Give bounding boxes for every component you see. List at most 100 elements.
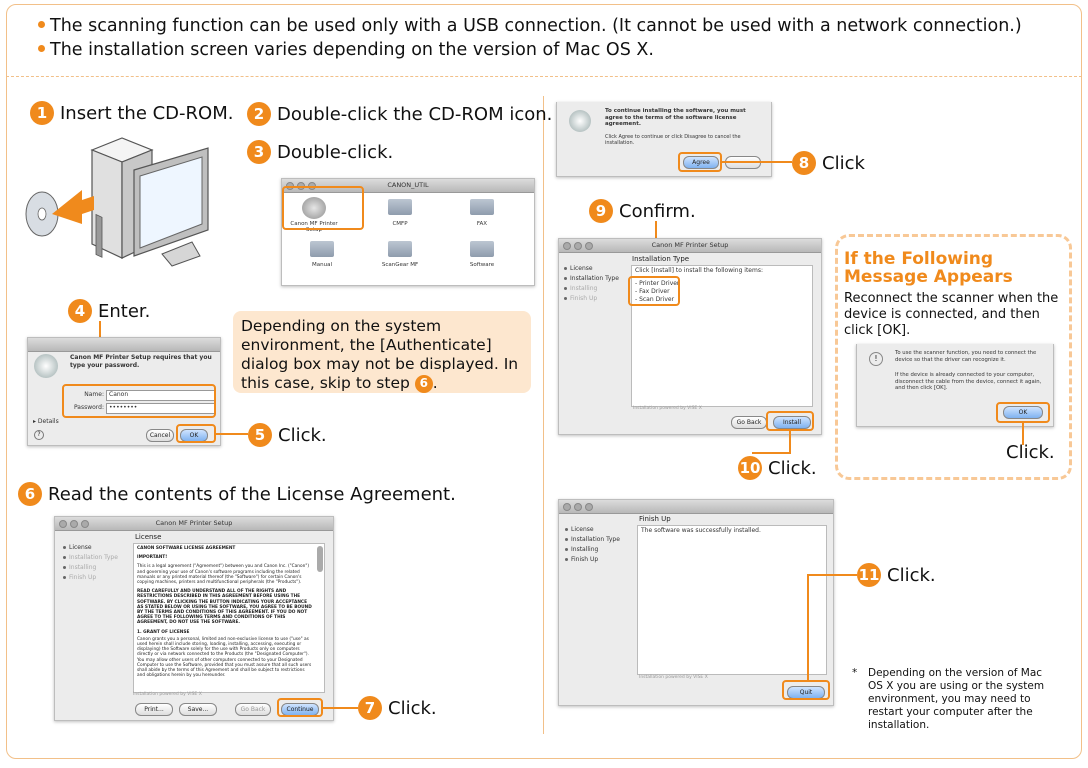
- step-1: 1 Insert the CD-ROM.: [30, 101, 233, 125]
- license-heading: License: [135, 533, 162, 541]
- step-text: Click.: [887, 564, 936, 586]
- help-icon[interactable]: ?: [34, 430, 44, 440]
- finder-item-scangear[interactable]: ScanGear MF: [381, 262, 419, 268]
- step-text: Enter.: [98, 300, 151, 322]
- highlight-install: [766, 411, 814, 431]
- install-heading: Installation Type: [632, 255, 690, 263]
- step-number: 4: [68, 299, 92, 323]
- highlight-credentials: [62, 384, 216, 418]
- callout-line: [323, 707, 358, 709]
- bullet-icon: [38, 44, 45, 52]
- step-text: Click.: [278, 424, 327, 446]
- step-number: 7: [358, 696, 382, 720]
- installer-steps-sidebar: License Installation Type Installing Fin…: [565, 525, 620, 565]
- scanner-alert-dialog: ! To use the scanner function, you need …: [856, 344, 1054, 427]
- step-text: Click.: [768, 457, 817, 479]
- callout-line: [789, 431, 791, 453]
- arrow-icon: [52, 190, 94, 224]
- bullet-icon: [38, 20, 45, 28]
- finish-pane: The software was successfully installed.: [637, 525, 827, 675]
- finder-item-fax[interactable]: FAX: [476, 221, 488, 227]
- section-divider: [6, 76, 1082, 77]
- license-scrollbar[interactable]: [317, 546, 323, 572]
- alert-icon: !: [869, 352, 883, 366]
- finder-item-setup[interactable]: Canon MF Printer Setup: [290, 221, 338, 233]
- finish-window: Finish Up License Installation Type Inst…: [558, 499, 834, 706]
- finish-heading: Finish Up: [639, 515, 671, 523]
- step-11: 11 Click.: [857, 563, 936, 587]
- installer-steps-sidebar: License Installation Type Installing Fin…: [564, 264, 619, 304]
- step-8: 8 Click: [792, 151, 865, 175]
- agree-instruction: Click Agree to continue or click Disagre…: [605, 134, 741, 146]
- powered-by: Installation powered by VISE X: [133, 692, 202, 697]
- license-text-pane[interactable]: CANON SOFTWARE LICENSE AGREEMENT IMPORTA…: [133, 543, 325, 693]
- message-title: If the Following Message Appears: [844, 249, 1013, 287]
- folder-icon[interactable]: [310, 241, 334, 257]
- details-disclosure[interactable]: ▸ Details: [33, 418, 59, 425]
- step-number: 8: [792, 151, 816, 175]
- authenticate-note: Depending on the system environment, the…: [233, 311, 531, 393]
- install-titlebar: Canon MF Printer Setup: [559, 239, 821, 253]
- finder-item-cmfp[interactable]: CMFP: [392, 221, 408, 227]
- step-number: 5: [248, 423, 272, 447]
- install-type-window: Canon MF Printer Setup Installation Type…: [558, 238, 822, 435]
- powered-by: Installation powered by VISE X: [633, 406, 702, 411]
- step-number: 2: [247, 102, 271, 126]
- computer-cdrom-illustration: [25, 137, 209, 267]
- message-body: Reconnect the scanner when the device is…: [844, 291, 1059, 338]
- install-button[interactable]: Install: [773, 416, 811, 429]
- step-6: 6 Read the contents of the License Agree…: [18, 482, 456, 506]
- highlight-ok: [176, 424, 216, 443]
- page-frame: [6, 4, 1082, 759]
- scanner-ok-button[interactable]: OK: [1003, 406, 1043, 419]
- installer-steps-sidebar: License Installation Type Installing Fin…: [63, 543, 118, 583]
- cancel-button[interactable]: Cancel: [146, 429, 174, 442]
- folder-icon[interactable]: [470, 199, 494, 215]
- step-7: 7 Click.: [358, 696, 437, 720]
- folder-icon[interactable]: [388, 199, 412, 215]
- step-number: 3: [247, 140, 271, 164]
- agree-message: To continue installing the software, you…: [605, 108, 746, 127]
- auth-message: Canon MF Printer Setup requires that you…: [70, 354, 212, 369]
- folder-icon[interactable]: [470, 241, 494, 257]
- message-callout: [835, 234, 1072, 480]
- step-10: 10 Click.: [738, 456, 817, 480]
- callout-line: [1022, 423, 1024, 445]
- step-number: 9: [589, 199, 613, 223]
- step-5: 5 Click.: [248, 423, 327, 447]
- print-button[interactable]: Print...: [135, 703, 173, 716]
- step-3: 3 Double-click.: [247, 140, 393, 164]
- finish-titlebar: [559, 500, 833, 514]
- install-item-list: - Printer Driver - Fax Driver - Scan Dri…: [635, 280, 680, 303]
- column-divider: [543, 96, 544, 734]
- note-version: The installation screen varies depending…: [38, 38, 1022, 62]
- save-button[interactable]: Save...: [179, 703, 217, 716]
- installer-icon: [569, 110, 591, 132]
- step-9: 9 Confirm.: [589, 199, 696, 223]
- go-back-button[interactable]: Go Back: [235, 703, 271, 716]
- highlight-quit: [782, 680, 830, 700]
- highlight-agree: [678, 152, 722, 172]
- install-items-pane: Click [Install] to install the following…: [631, 265, 813, 407]
- agree-dialog: To continue installing the software, you…: [556, 102, 772, 177]
- finder-window: CANON_UTIL Canon MF Printer Setup CMFP F…: [281, 178, 535, 286]
- step-text: Double-click the CD-ROM icon.: [277, 103, 553, 125]
- step-number: 11: [857, 563, 881, 587]
- step-number: 10: [738, 456, 762, 480]
- highlight-setup-icon: [282, 186, 364, 230]
- password-label: Password:: [73, 404, 104, 411]
- finish-message: The software was successfully installed.: [641, 527, 761, 534]
- setup-app-icon[interactable]: [302, 197, 326, 219]
- finder-item-manual[interactable]: Manual: [312, 262, 332, 268]
- go-back-button[interactable]: Go Back: [731, 416, 767, 429]
- folder-icon[interactable]: [388, 241, 412, 257]
- finder-item-software[interactable]: Software: [469, 262, 495, 268]
- message-click: Click.: [1006, 442, 1055, 463]
- license-titlebar: Canon MF Printer Setup: [55, 517, 333, 531]
- step-text: Confirm.: [619, 200, 696, 222]
- agree-button[interactable]: Agree: [683, 156, 719, 169]
- step-text: Double-click.: [277, 141, 394, 163]
- step-text: Read the contents of the License Agreeme…: [48, 483, 456, 505]
- callout-line: [216, 433, 248, 435]
- note-usb: The scanning function can be used only w…: [38, 14, 1022, 38]
